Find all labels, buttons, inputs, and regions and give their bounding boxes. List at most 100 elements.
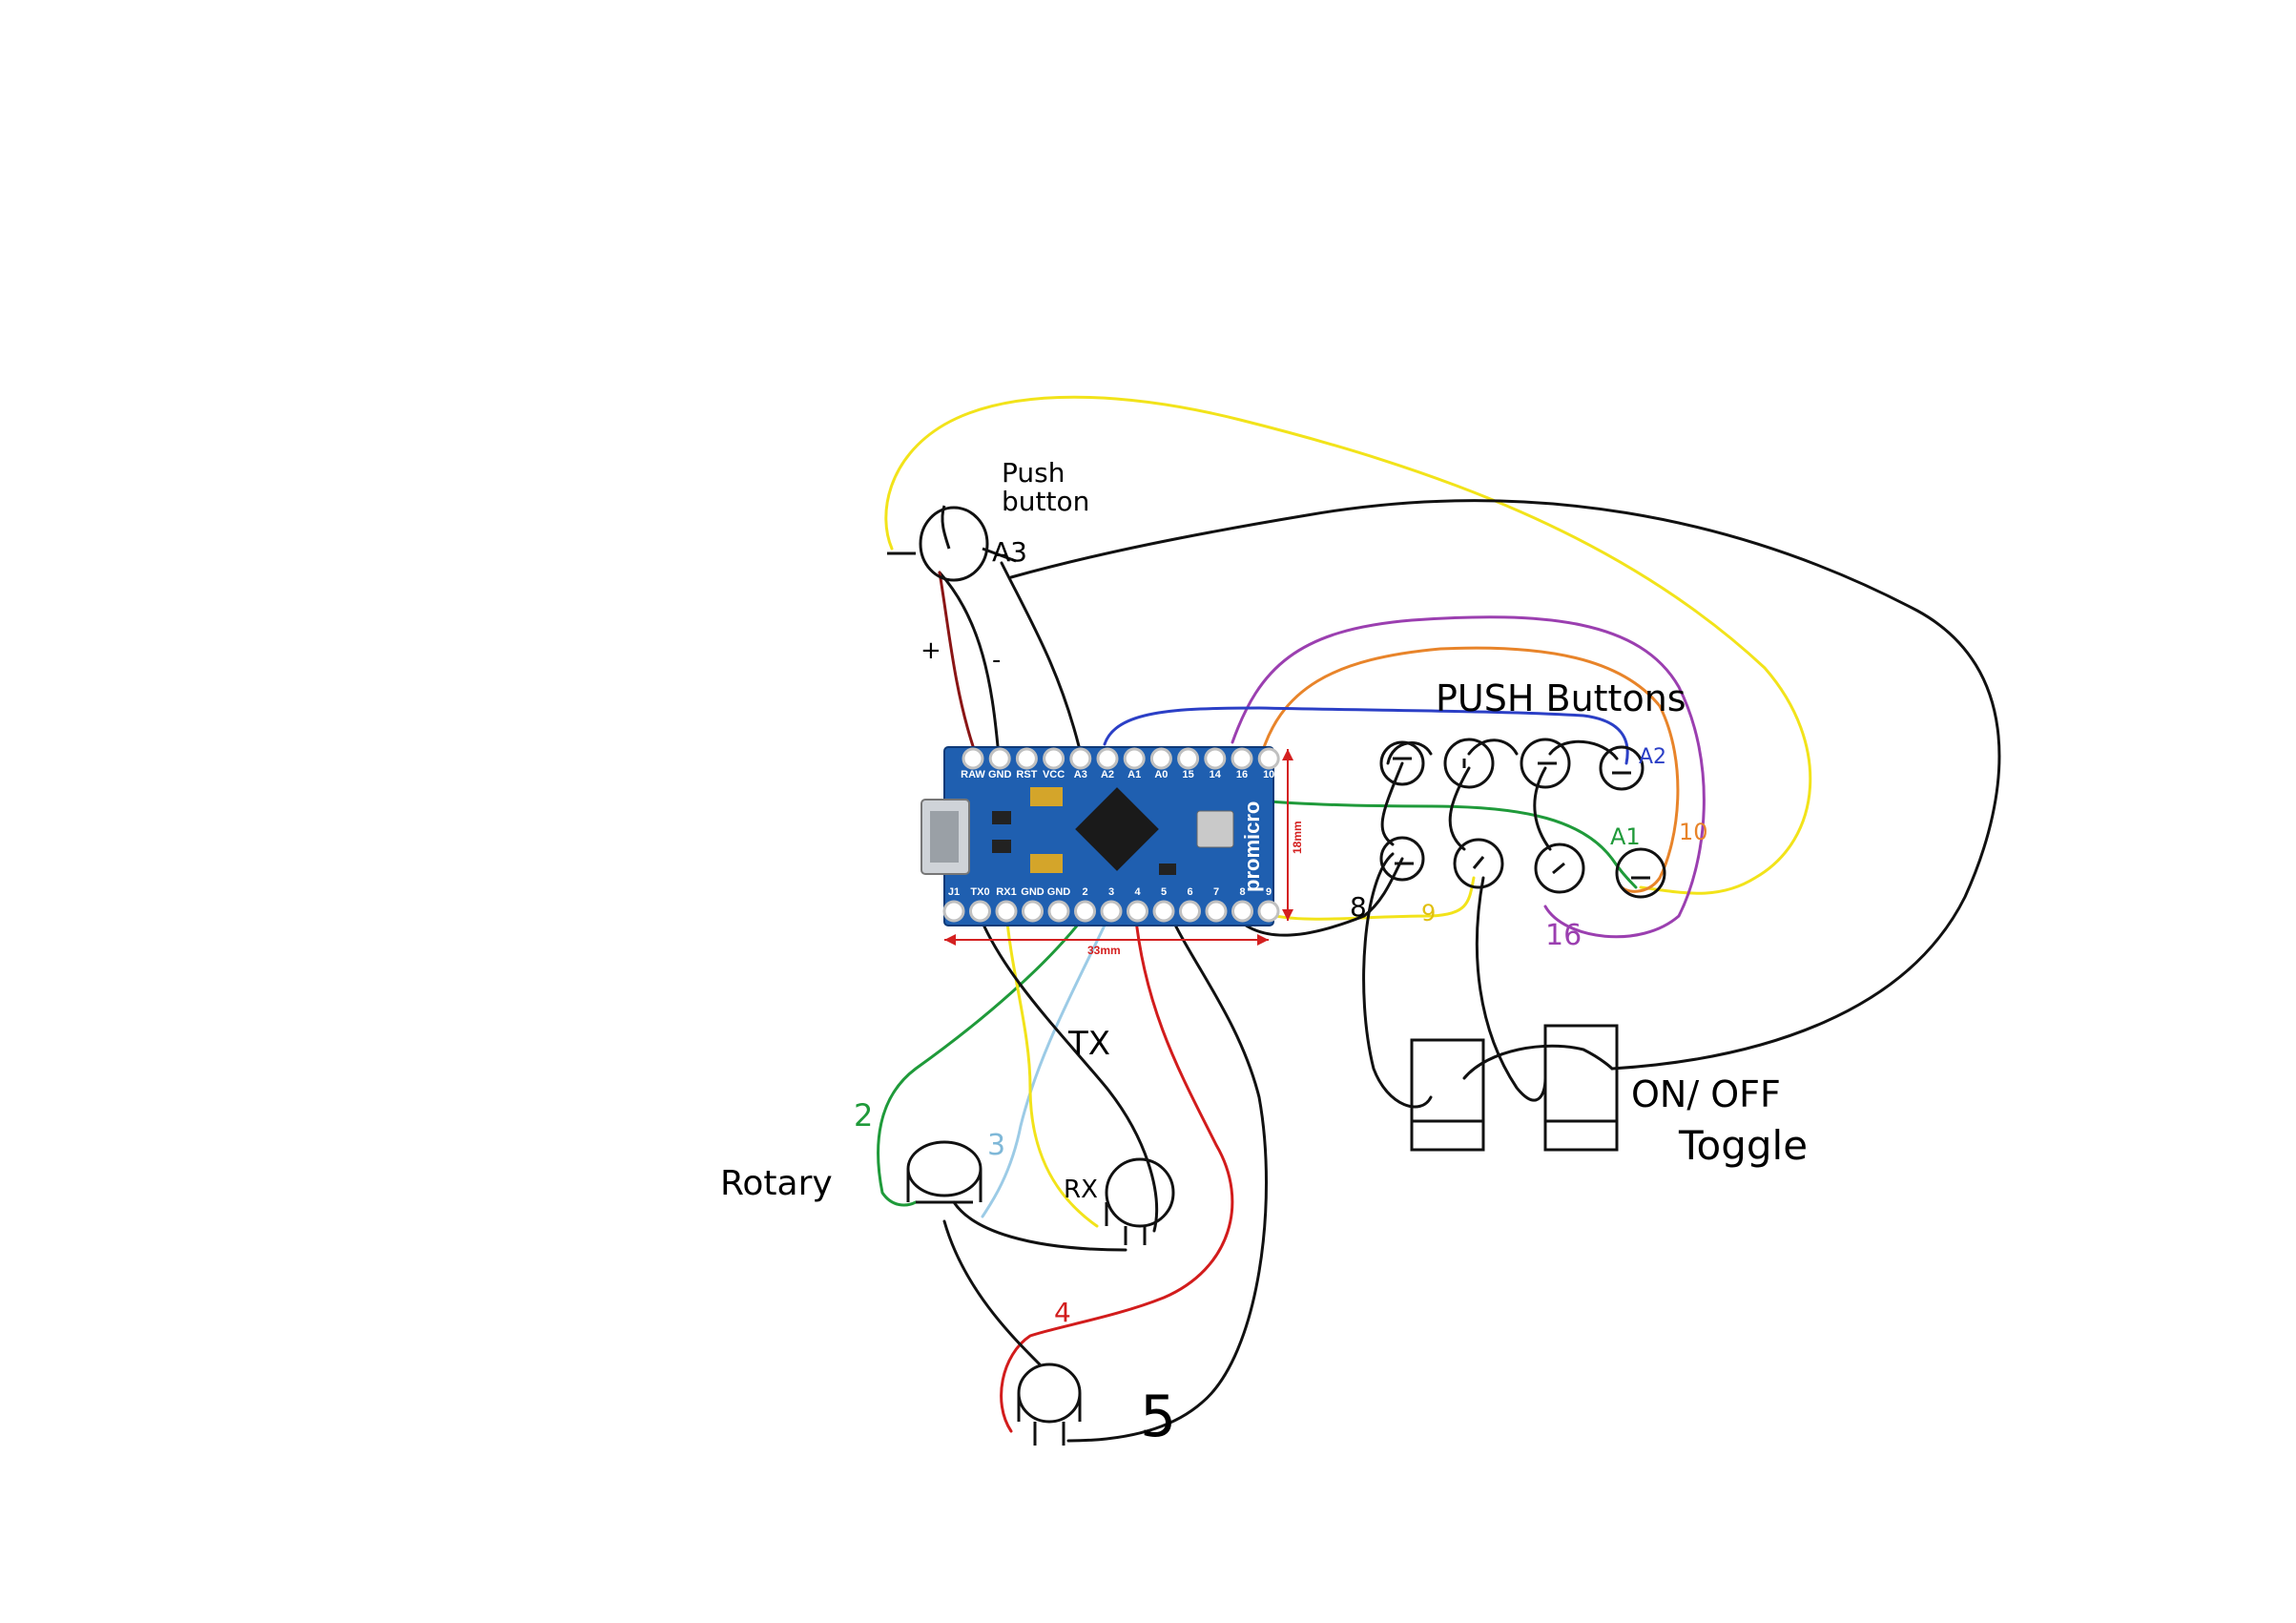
top-pin-hole (1069, 747, 1092, 770)
top-pin-label: A3 (1074, 769, 1087, 780)
top-pin-hole (1257, 747, 1280, 770)
bottom-pin-label: 4 (1134, 886, 1141, 898)
label-rx: RX (1064, 1176, 1098, 1204)
top-pin-label: 10 (1263, 769, 1274, 780)
top-pin-hole (1096, 747, 1119, 770)
wire-green-2 (877, 909, 1090, 1207)
bottom-pin-hole (1179, 900, 1201, 923)
bottom-pin-hole (1205, 900, 1228, 923)
wire-orange (1257, 646, 1680, 893)
top-pin-hole (1123, 747, 1146, 770)
board-brand: promicro (1240, 801, 1264, 892)
label-push-button-top-2: button (1002, 486, 1089, 517)
top-pin-hole (1043, 747, 1065, 770)
wire-black-toggle-right (1475, 876, 1547, 1102)
label-3: 3 (987, 1129, 1005, 1162)
crystal (1196, 810, 1234, 848)
wire-red-plus (938, 571, 975, 748)
label-a2: A2 (1639, 745, 1666, 769)
label-5: 5 (1140, 1384, 1176, 1450)
wire-black-toggle-link (1462, 1044, 1614, 1080)
bottom-pin-label: J1 (948, 886, 960, 898)
push-button-4 (1599, 745, 1644, 791)
wire-yellow-9 (1255, 876, 1476, 921)
top-pin-hole (1231, 747, 1253, 770)
label-a3: A3 (992, 536, 1027, 568)
top-pin-label: GND (988, 769, 1012, 780)
bottom-pin-label: 5 (1161, 886, 1167, 898)
wire-black-5 (1066, 909, 1268, 1443)
bottom-pin-hole (942, 900, 965, 923)
bottom-pin-hole (1231, 900, 1253, 923)
top-pin-label: A2 (1101, 769, 1114, 780)
top-pin-hole (988, 747, 1011, 770)
wire-purple (1231, 615, 1706, 939)
top-pin-label: A1 (1127, 769, 1141, 780)
bottom-pin-hole (1127, 900, 1148, 923)
label-on-off: ON/ OFF (1631, 1073, 1781, 1115)
rx-button (1105, 1157, 1175, 1245)
wire-black-tx (976, 909, 1159, 1233)
label-push-button-top-1: Push (1002, 457, 1065, 489)
height-dimension: 18mm (1291, 821, 1304, 854)
bottom-pin-label: GND (1021, 886, 1045, 898)
bottom-pin-label: GND (1047, 886, 1071, 898)
push-button-6 (1453, 838, 1504, 889)
wire-black-gnd (938, 571, 1000, 748)
width-dimension: 33mm (1087, 944, 1121, 957)
wire-yellow-top-loop (884, 395, 1812, 895)
wire-black-big-loop (1009, 499, 2001, 1071)
wire-black-rotary-link (942, 1200, 1127, 1366)
push-button-matrix (1379, 738, 1666, 899)
top-pin-label: 15 (1182, 769, 1193, 780)
push-button-8 (1615, 847, 1666, 899)
top-pin-hole (1204, 747, 1227, 770)
label-push-buttons: PUSH Buttons (1436, 677, 1686, 719)
wire-black-toggle-left (1362, 852, 1433, 1109)
bottom-pin-hole (1074, 900, 1096, 923)
bottom-pin-hole (1047, 900, 1070, 923)
bottom-pin-hole (995, 900, 1018, 923)
push-button-7 (1534, 843, 1585, 894)
bottom-pin-hole (969, 900, 991, 923)
push-button-1 (1379, 740, 1425, 786)
top-pin-hole (1149, 747, 1172, 770)
label-tx: TX (1067, 1025, 1110, 1063)
labels: Push button A3 + - PUSH Buttons A2 A1 10… (720, 457, 1808, 1450)
bottom-pin-hole (1022, 900, 1044, 923)
bottom-pin-hole (1257, 900, 1280, 923)
top-pin-label: 14 (1210, 769, 1222, 780)
top-pin-label: 16 (1236, 769, 1248, 780)
bottom-button (1017, 1363, 1082, 1446)
label-minus: - (992, 646, 1001, 675)
bottom-pin-label: TX0 (970, 886, 989, 898)
label-2: 2 (854, 1097, 873, 1134)
toggle-switch-left (1410, 1038, 1485, 1152)
top-push-button (887, 505, 1017, 582)
wire-black-a3 (1000, 561, 1081, 748)
bottom-pin-label: 6 (1187, 886, 1192, 898)
label-9: 9 (1421, 900, 1436, 926)
label-rotary: Rotary (720, 1164, 833, 1203)
microcontroller-chip (1075, 787, 1159, 871)
top-pin-label: A0 (1154, 769, 1168, 780)
wire-black-8 (1229, 857, 1404, 937)
wire-yellow-rx (1004, 909, 1099, 1228)
push-button-2 (1443, 738, 1495, 789)
push-button-5 (1379, 836, 1425, 882)
wire-red-4 (1000, 909, 1234, 1433)
toggle-switch-right (1543, 1024, 1619, 1152)
toggle-switches (1410, 1024, 1619, 1152)
bottom-pin-label: 2 (1082, 886, 1087, 898)
top-pin-hole (1015, 747, 1038, 770)
label-10: 10 (1679, 819, 1708, 845)
top-pin-hole (1177, 747, 1200, 770)
top-pin-label: RST (1016, 769, 1037, 780)
bottom-pin-hole (1152, 900, 1175, 923)
bottom-pin-label: 8 (1239, 886, 1245, 898)
push-button-3 (1520, 738, 1571, 789)
bottom-pin-label: RX1 (996, 886, 1016, 898)
label-toggle: Toggle (1678, 1122, 1808, 1169)
